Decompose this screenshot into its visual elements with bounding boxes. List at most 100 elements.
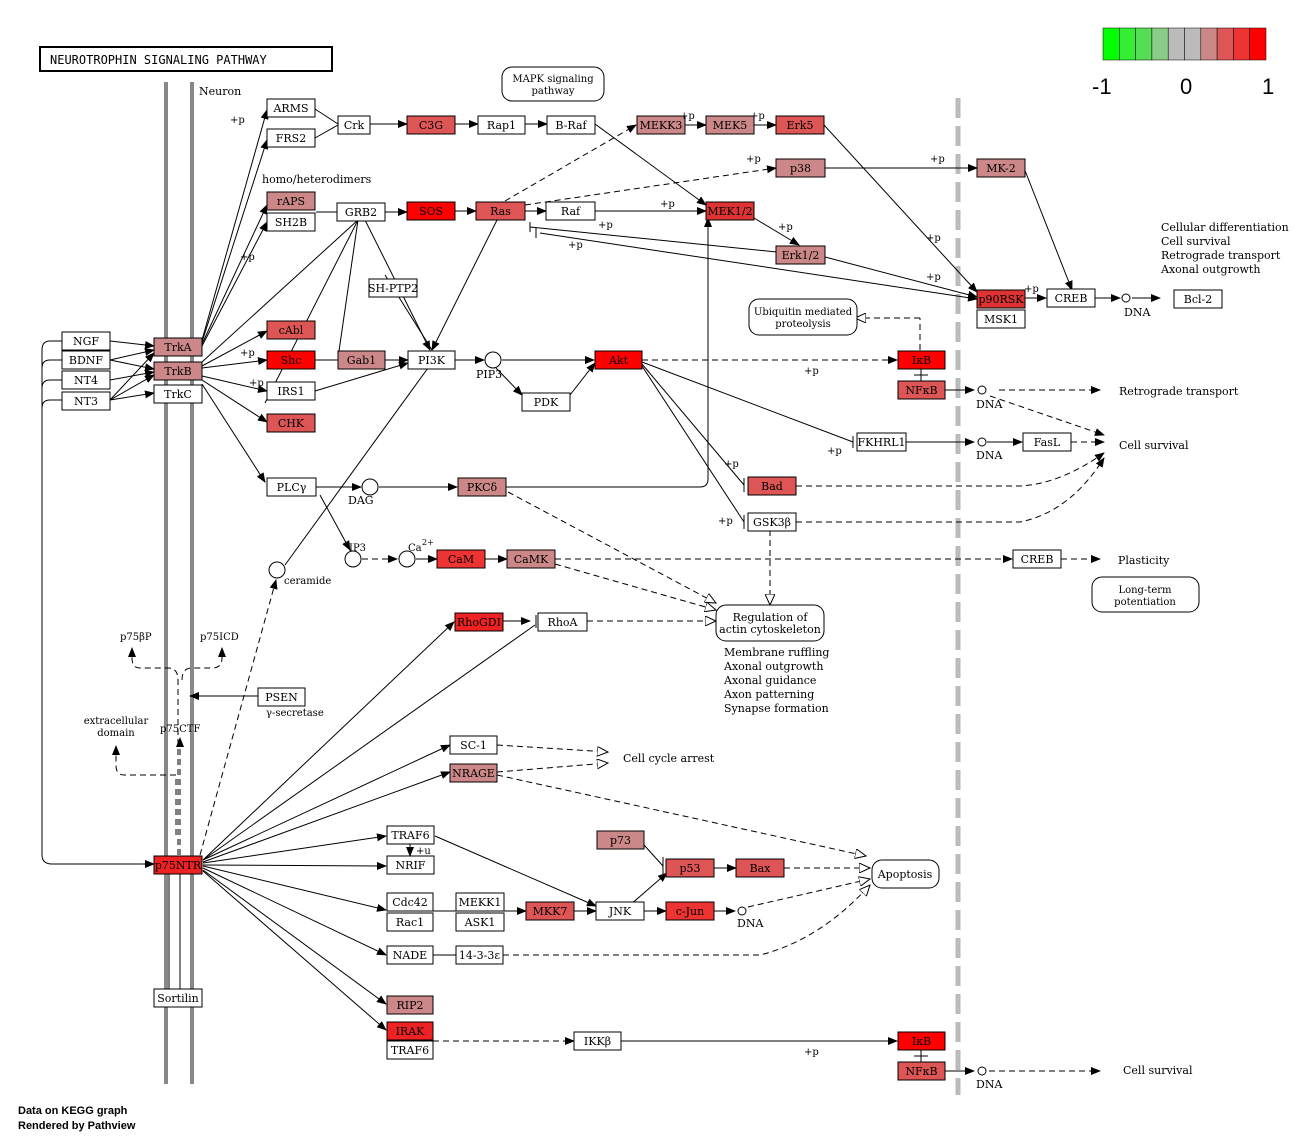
map-long-term-potentiation[interactable]: Long-term potentiation — [1091, 576, 1200, 613]
gene-node-arms[interactable]: ARMS — [266, 98, 316, 118]
gene-node-mekk3[interactable]: MEKK3 — [636, 115, 686, 135]
outcome-2: Cell survival — [1161, 235, 1231, 248]
gene-label-erk5: Erk5 — [787, 119, 814, 132]
gene-node-rac1[interactable]: Rac1 — [386, 912, 434, 932]
gene-box-nade — [386, 945, 434, 965]
gene-node-trka[interactable]: TrkA — [153, 337, 203, 357]
gene-node-mek5[interactable]: MEK5 — [705, 115, 755, 135]
gene-node-ikb2[interactable]: IκB — [897, 1031, 946, 1051]
gene-box-p1433e — [455, 945, 504, 965]
gene-node-bcl2[interactable]: Bcl-2 — [1173, 289, 1223, 309]
gene-node-gsk3b[interactable]: GSK3β — [747, 512, 797, 532]
gene-node-mk2[interactable]: MK-2 — [976, 158, 1026, 178]
gene-node-rhogdi[interactable]: RhoGDI — [454, 612, 504, 632]
gene-box-erk12 — [775, 245, 826, 265]
gene-node-fkhrl1[interactable]: FKHRL1 — [856, 432, 907, 452]
gene-node-cjun[interactable]: c-Jun — [665, 901, 715, 921]
gene-node-pi3k[interactable]: PI3K — [407, 350, 456, 370]
gene-node-p90rsk[interactable]: p90RSK — [976, 289, 1026, 309]
gene-node-p1433e[interactable]: 14-3-3ε — [455, 945, 504, 965]
gene-node-p53[interactable]: p53 — [665, 858, 715, 878]
gene-node-nade[interactable]: NADE — [386, 945, 434, 965]
gene-node-nfkb1[interactable]: NFκB — [897, 380, 946, 400]
gene-box-bcl2 — [1173, 289, 1223, 309]
gene-node-braf[interactable]: B-Raf — [546, 115, 596, 135]
svg-text:Apoptosis: Apoptosis — [877, 868, 933, 881]
gene-node-sos[interactable]: SOS — [406, 201, 456, 221]
gene-node-creb1[interactable]: CREB — [1046, 288, 1096, 308]
gene-node-pkcd[interactable]: PKCδ — [457, 477, 507, 497]
gene-node-crk[interactable]: Crk — [337, 115, 371, 135]
gene-node-rap1[interactable]: Rap1 — [477, 115, 526, 135]
gene-node-p75ntr[interactable]: p75NTR — [153, 855, 203, 875]
map-ubiquitin-proteolysis[interactable]: Ubiquitin mediated proteolysis — [748, 298, 858, 336]
gene-node-traf6b[interactable]: TRAF6 — [386, 1040, 434, 1060]
gene-node-ikkb[interactable]: IKKβ — [573, 1031, 622, 1051]
gene-node-raf[interactable]: Raf — [545, 201, 596, 221]
gene-node-mek12[interactable]: MEK1/2 — [705, 201, 755, 221]
gene-node-rip2[interactable]: RIP2 — [386, 995, 434, 1015]
legend-swatch — [1216, 27, 1234, 61]
map-actin-cytoskeleton[interactable]: Regulation of actin cytoskeleton — [715, 604, 825, 642]
gene-node-shc[interactable]: Shc — [266, 350, 316, 370]
gene-node-plcy[interactable]: PLCγ — [266, 477, 317, 497]
gene-node-camk[interactable]: CaMK — [506, 549, 556, 569]
gene-node-sortilin[interactable]: Sortilin — [153, 988, 203, 1008]
gene-node-cabl[interactable]: cAbl — [266, 320, 316, 340]
map-mapk-signaling[interactable]: MAPK signaling pathway — [501, 66, 605, 102]
gene-label-ikkb: IKKβ — [584, 1035, 611, 1048]
gene-node-p73[interactable]: p73 — [596, 830, 645, 850]
gene-node-ras[interactable]: Ras — [475, 201, 526, 221]
gene-node-cam[interactable]: CaM — [436, 549, 486, 569]
gene-box-traf6b — [386, 1040, 434, 1060]
gene-node-irak[interactable]: IRAK — [386, 1021, 434, 1041]
gene-box-nfkb2 — [897, 1061, 946, 1081]
gene-node-chk[interactable]: CHK — [266, 413, 316, 433]
gene-node-mekk1[interactable]: MEKK1 — [455, 892, 505, 912]
pathway-title: NEUROTROPHIN SIGNALING PATHWAY — [39, 46, 333, 72]
gene-node-msk1[interactable]: MSK1 — [976, 309, 1026, 329]
gene-node-nrage[interactable]: NRAGE — [449, 763, 498, 783]
gene-label-frs2: FRS2 — [276, 132, 306, 145]
gene-node-nt3[interactable]: NT3 — [61, 391, 111, 411]
gene-node-sc1[interactable]: SC-1 — [449, 735, 498, 755]
gene-node-nfkb2[interactable]: NFκB — [897, 1061, 946, 1081]
gene-box-mek12 — [705, 201, 755, 221]
gene-node-ikb1[interactable]: IκB — [897, 350, 946, 370]
gene-node-bad[interactable]: Bad — [747, 476, 797, 496]
gene-node-pdk[interactable]: PDK — [521, 392, 571, 412]
gene-node-c3g[interactable]: C3G — [406, 115, 456, 135]
gene-node-rhoa[interactable]: RhoA — [537, 612, 588, 632]
gene-node-irs1[interactable]: IRS1 — [266, 381, 316, 401]
gene-node-sh2b[interactable]: SH2B — [266, 212, 316, 232]
gene-node-bax[interactable]: Bax — [735, 858, 785, 878]
gene-node-nt4[interactable]: NT4 — [61, 370, 111, 390]
gene-node-psen[interactable]: PSEN — [257, 687, 306, 707]
gene-node-cdc42[interactable]: Cdc42 — [386, 892, 434, 912]
gene-node-creb2[interactable]: CREB — [1012, 549, 1062, 569]
legend-mid-label: 0 — [1180, 74, 1192, 99]
gene-node-fasl[interactable]: FasL — [1022, 432, 1072, 452]
gene-node-trkb[interactable]: TrkB — [153, 361, 203, 381]
gene-node-raps[interactable]: rAPS — [266, 191, 316, 211]
gene-box-fasl — [1022, 432, 1072, 452]
gene-node-traf6a[interactable]: TRAF6 — [386, 825, 435, 845]
gene-node-ngf[interactable]: NGF — [61, 331, 111, 351]
gene-node-ask1[interactable]: ASK1 — [455, 912, 505, 932]
gene-node-grb2[interactable]: GRB2 — [336, 202, 386, 222]
gene-node-shptp2[interactable]: SH-PTP2 — [368, 278, 418, 298]
gene-node-trkc[interactable]: TrkC — [153, 384, 203, 404]
gene-node-erk5[interactable]: Erk5 — [775, 115, 825, 135]
gene-node-mkk7[interactable]: MKK7 — [525, 901, 575, 921]
map-apoptosis[interactable]: Apoptosis — [871, 859, 940, 889]
gene-node-akt[interactable]: Akt — [594, 350, 643, 370]
gene-node-p38[interactable]: p38 — [775, 158, 826, 178]
gene-label-trkc: TrkC — [164, 388, 192, 401]
gene-node-frs2[interactable]: FRS2 — [266, 128, 316, 148]
gene-node-bdnf[interactable]: BDNF — [61, 350, 111, 370]
gene-node-nrif[interactable]: NRIF — [386, 855, 435, 875]
gene-node-gab1[interactable]: Gab1 — [337, 350, 386, 370]
gene-node-erk12[interactable]: Erk1/2 — [775, 245, 826, 265]
gene-box-mekk3 — [636, 115, 686, 135]
gene-node-jnk[interactable]: JNK — [595, 901, 645, 921]
